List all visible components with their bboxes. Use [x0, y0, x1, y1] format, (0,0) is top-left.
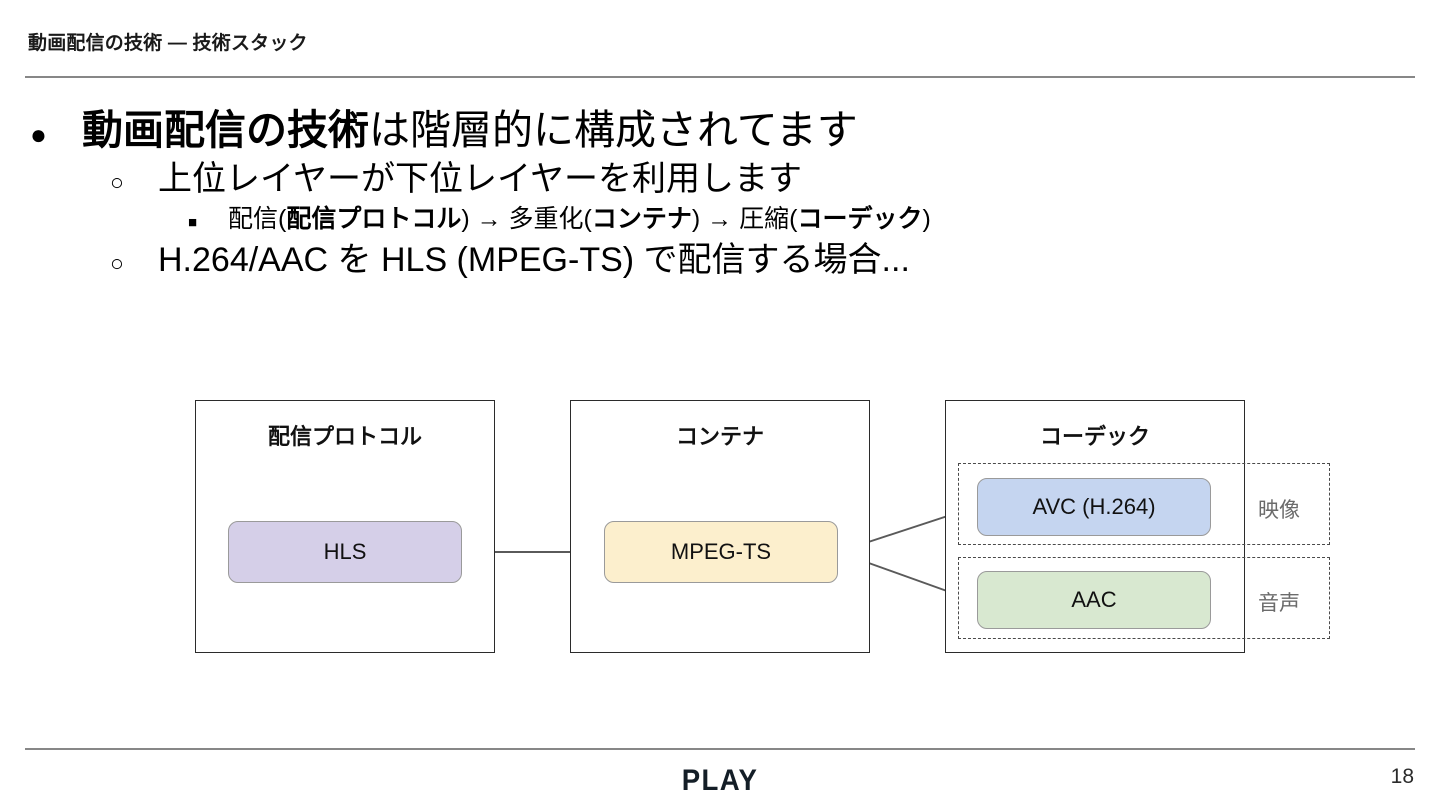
- page-number: 18: [1390, 765, 1414, 788]
- node-aac: AAC: [977, 571, 1211, 629]
- bullet-marker-hollow-circle-icon: ○: [110, 249, 124, 276]
- node-mpegts-label: MPEG-TS: [670, 539, 772, 564]
- bullet3-seg-2: ) → 多重化(: [461, 205, 592, 234]
- bullet3-seg-4: ) → 圧縮(: [691, 205, 798, 234]
- layer-title-container: コンテナ: [675, 424, 764, 449]
- node-aac-label: AAC: [1071, 587, 1117, 612]
- codec-group-label-video: 映像: [1258, 499, 1300, 522]
- layer-title-protocol: 配信プロトコル: [267, 424, 422, 449]
- layer-title-codec: コーデック: [1039, 424, 1150, 449]
- bullet-item-4: ○ H.264/AAC を HLS (MPEG-TS) で配信する場合...: [0, 238, 1440, 283]
- header-divider: [25, 76, 1415, 78]
- bullet-text-3: 配信(配信プロトコル) → 多重化(コンテナ) → 圧縮(コーデック): [228, 202, 931, 238]
- codec-group-video: [958, 463, 1330, 545]
- bullet-list: ● 動画配信の技術は階層的に構成されてます ○ 上位レイヤーが下位レイヤーを利用…: [0, 104, 1440, 283]
- bullet3-seg-0: 配信(: [228, 205, 287, 234]
- bullet3-seg-6: ): [922, 205, 931, 234]
- bullet-text-4: H.264/AAC を HLS (MPEG-TS) で配信する場合...: [158, 240, 910, 279]
- bullet-item-2: ○ 上位レイヤーが下位レイヤーを利用します: [0, 157, 1440, 202]
- bullet-item-3: ■ 配信(配信プロトコル) → 多重化(コンテナ) → 圧縮(コーデック): [0, 202, 1440, 238]
- node-mpegts: MPEG-TS: [604, 521, 838, 583]
- bullet3-seg-5: コーデック: [797, 205, 923, 234]
- bullet-text-2: 上位レイヤーが下位レイヤーを利用します: [158, 160, 802, 199]
- bullet3-seg-1: 配信プロトコル: [286, 205, 462, 234]
- page-title: 動画配信の技術 ― 技術スタック: [28, 33, 308, 54]
- bullet-segment-normal: は階層的に構成されてます: [369, 107, 858, 153]
- node-hls: HLS: [228, 521, 462, 583]
- bullet-item-1: ● 動画配信の技術は階層的に構成されてます: [0, 104, 1440, 157]
- bullet-marker-filled-square-icon: ■: [188, 214, 198, 232]
- play-logo: PLAY: [681, 764, 759, 797]
- bullet-text-1: 動画配信の技術は階層的に構成されてます: [82, 104, 858, 157]
- bullet-marker-hollow-circle-icon: ○: [110, 169, 124, 196]
- codec-group-audio: [958, 557, 1330, 639]
- codec-group-label-audio: 音声: [1258, 592, 1300, 615]
- node-avc: AVC (H.264): [977, 478, 1211, 536]
- bullet3-seg-3: コンテナ: [591, 205, 692, 234]
- node-hls-label: HLS: [323, 539, 367, 564]
- node-avc-label: AVC (H.264): [1032, 494, 1156, 519]
- bullet-marker-filled-circle-icon: ●: [30, 119, 47, 150]
- footer-divider: [25, 748, 1415, 750]
- bullet-segment-bold: 動画配信の技術: [82, 107, 369, 153]
